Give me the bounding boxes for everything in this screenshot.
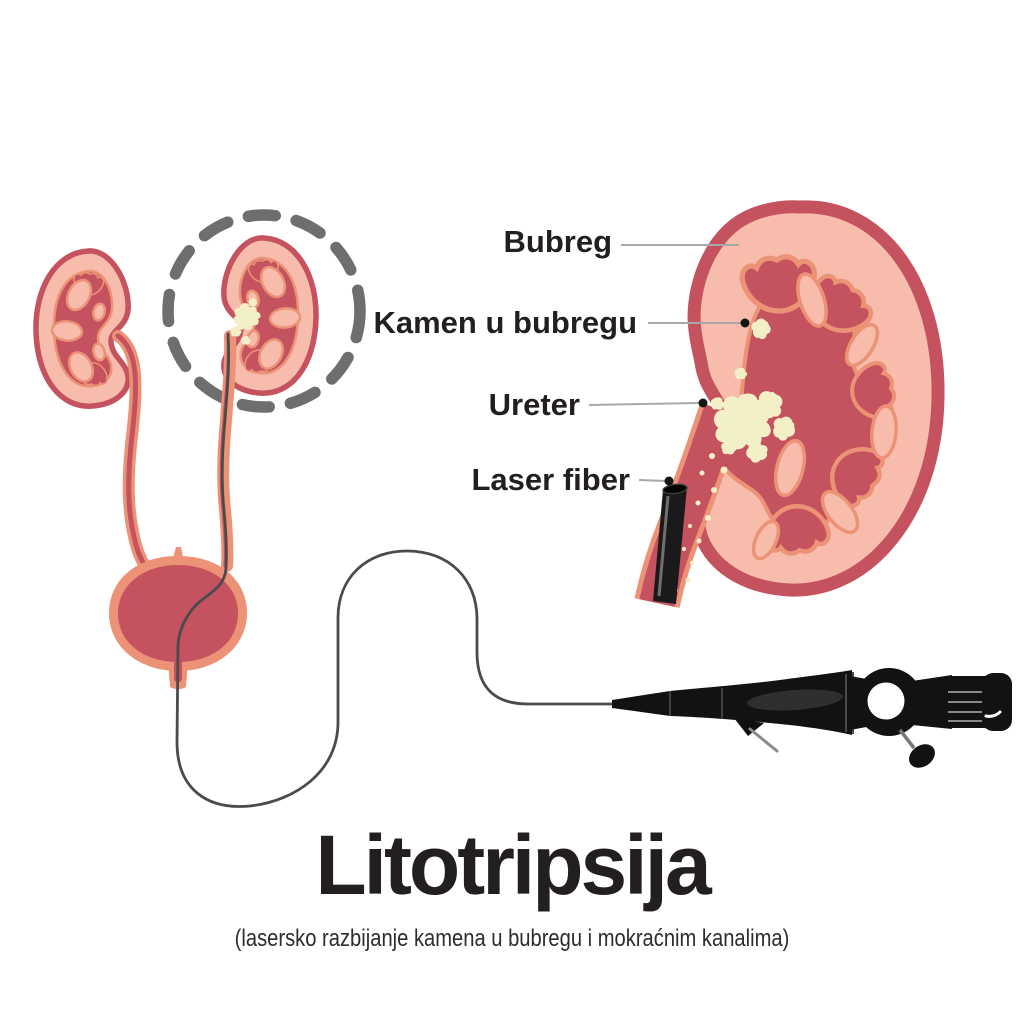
focus-dashed-circle [162,209,366,413]
bladder [109,547,247,689]
leader-dots [664,318,750,486]
renal-calyces [751,272,898,561]
label-kidney: Bubreg [503,224,613,259]
endoscope-knob [909,744,935,768]
laser-fiber-tip [653,483,688,604]
endoscope-cap [982,673,1012,731]
leader-lines [588,244,741,482]
page-title: Litotripsija [315,818,711,912]
left-ureter [112,330,156,580]
laser-fiber-wire [175,332,616,808]
leader-ureter [588,402,700,406]
label-kidney-stone: Kamen u bubregu [373,305,637,340]
endoscope-device [612,668,1012,768]
endoscope-lever [734,718,764,736]
page-subtitle: (lasersko razbijanje kamena u bubregu i … [234,925,790,952]
label-ureter: Ureter [488,387,580,422]
leader-laser-fiber [638,479,667,482]
endoscope-body [612,670,852,735]
endoscope-knob-stem [898,728,916,750]
kidney-cross-section [634,200,945,609]
endoscope-lever-pin [748,727,779,753]
label-laser-fiber: Laser fiber [471,462,630,497]
left-kidney [36,251,128,406]
